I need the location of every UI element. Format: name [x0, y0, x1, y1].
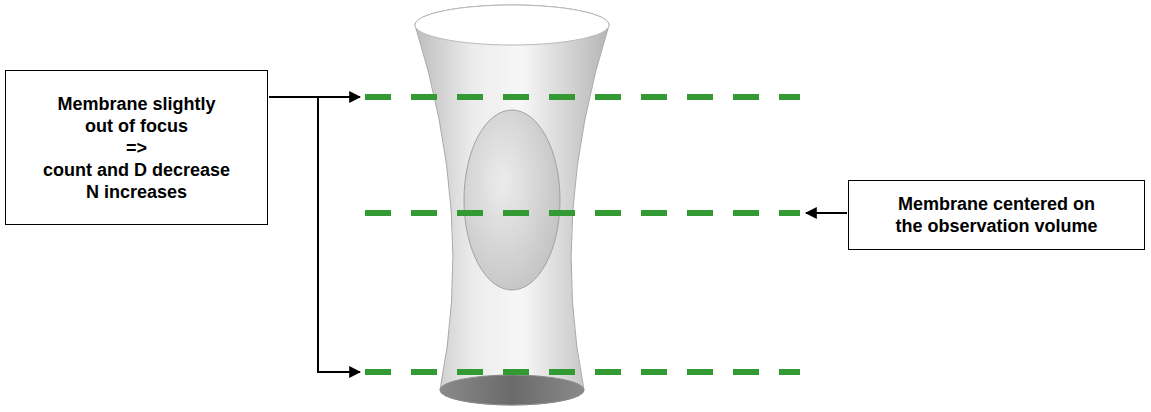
box-text: => — [126, 137, 147, 159]
box-text: Membrane centered on the observation vol… — [890, 193, 1104, 237]
box-text: Membrane slightly out of focus — [52, 93, 222, 137]
leader-arrows — [269, 97, 847, 372]
note-box: Membrane slightly out of focus=>count an… — [5, 70, 268, 225]
note-box: Membrane centered on the observation vol… — [848, 180, 1145, 250]
box-text: count and D decrease N increases — [39, 159, 235, 203]
observation-volume — [415, 5, 609, 405]
membrane-planes — [365, 97, 800, 372]
